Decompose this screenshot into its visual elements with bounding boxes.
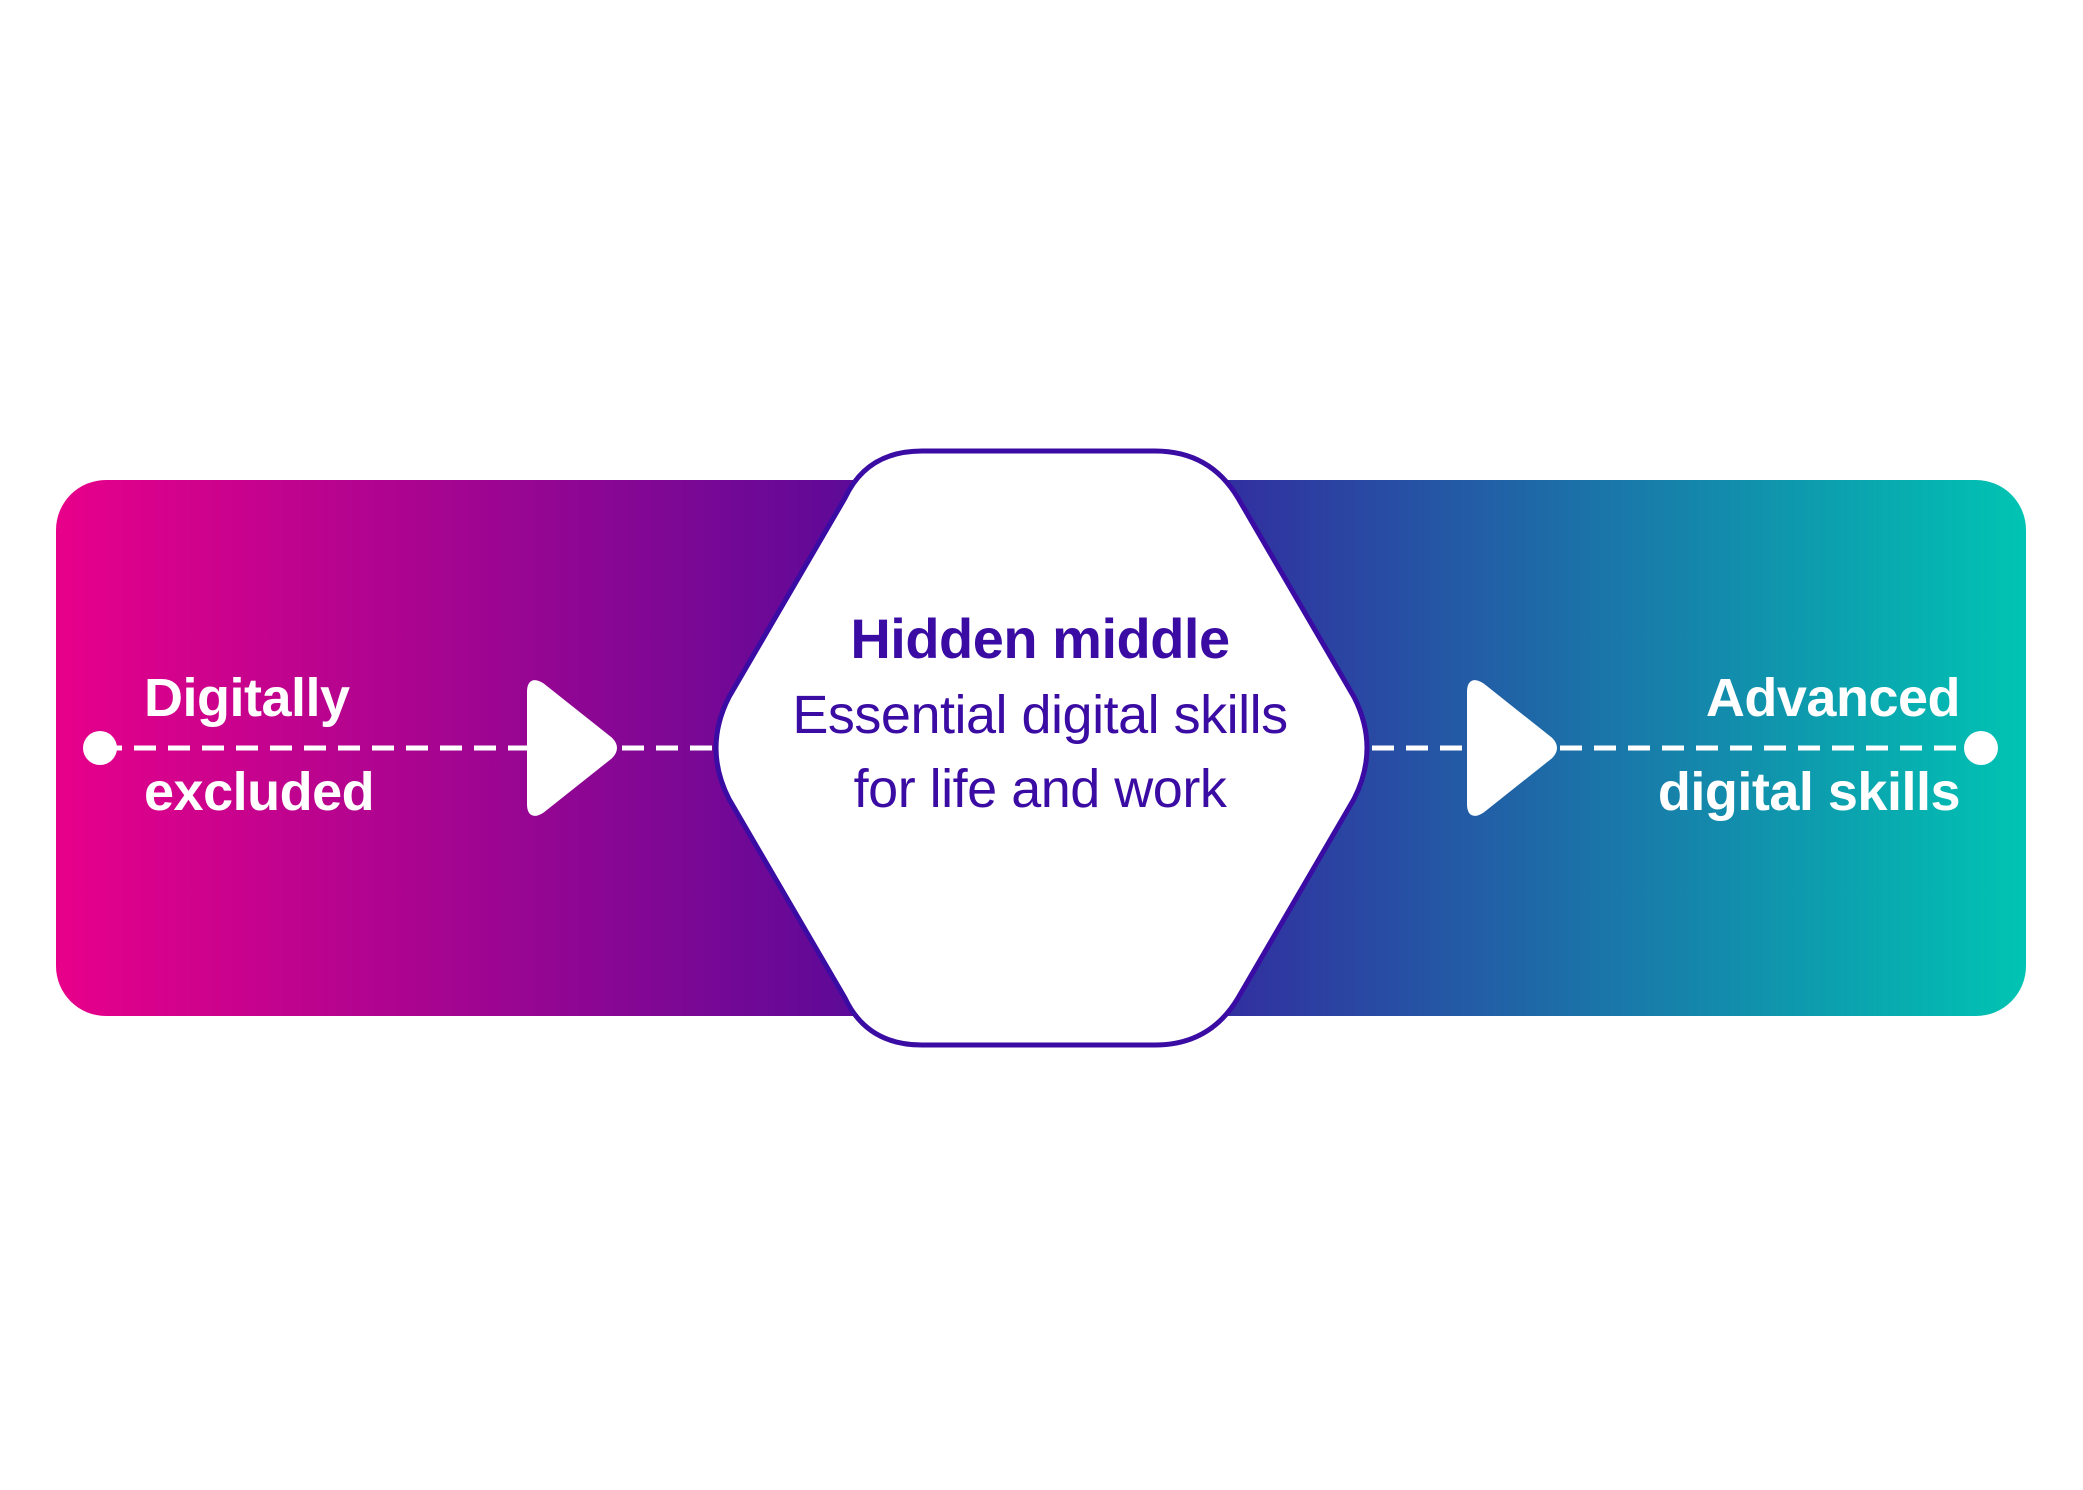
stage-label-digitally-excluded: Digitally excluded (144, 651, 375, 839)
hidden-middle-subtitle-line2: for life and work (853, 759, 1227, 819)
hidden-middle-title: Hidden middle (850, 607, 1230, 670)
end-marker-icon (1964, 731, 1998, 765)
arrow-right-play-icon (1467, 680, 1557, 816)
hidden-middle-hexagon (713, 448, 1370, 1048)
stage-end-line2: digital skills (1657, 762, 1961, 822)
stage-start-line1: Digitally (144, 668, 350, 728)
hidden-middle-subtitle-line1: Essential digital skills (792, 685, 1288, 745)
stage-end-line1: Advanced (1705, 668, 1961, 728)
stage-start-line2: excluded (144, 762, 375, 822)
stage-label-hidden-middle: Hidden middle Essential digital skills f… (720, 600, 1360, 826)
start-marker-icon (83, 731, 117, 765)
stage-label-advanced-digital-skills: Advanced digital skills (1657, 651, 1961, 839)
arrow-left-play-icon (527, 680, 617, 816)
